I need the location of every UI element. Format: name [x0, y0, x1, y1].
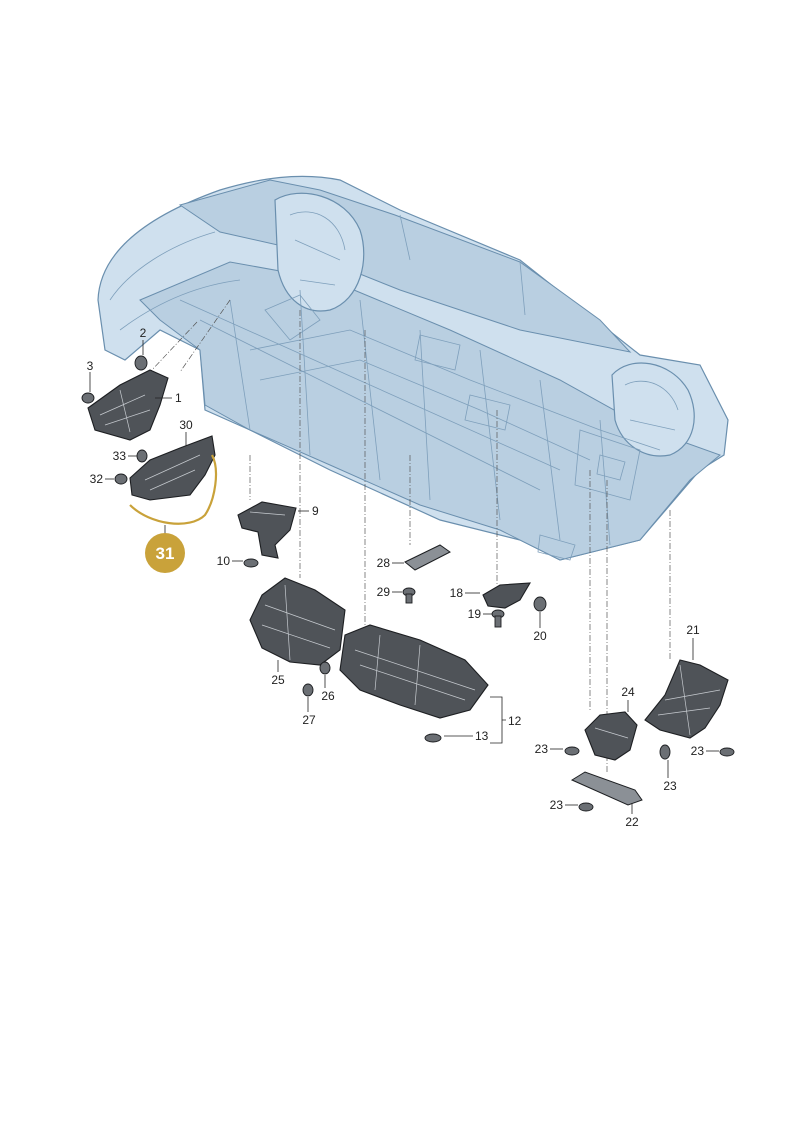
callout-badge-31: 31: [145, 533, 185, 573]
label-33: 33: [113, 449, 127, 463]
part-23-nut-d: [719, 747, 735, 757]
part-19-bolt: [491, 609, 505, 628]
part-33-clip: [136, 449, 148, 463]
label-25: 25: [271, 673, 285, 687]
part-25-heat-shield: [249, 577, 346, 666]
leader-lines: [89, 340, 719, 814]
part-24-cover: [584, 711, 638, 761]
label-21: 21: [686, 623, 700, 637]
callout-label: 31: [156, 544, 175, 563]
part-3-nut: [81, 392, 95, 404]
part-23-nut-a: [564, 746, 580, 756]
label-3: 3: [87, 359, 94, 373]
label-19: 19: [468, 607, 482, 621]
label-9: 9: [312, 504, 319, 518]
part-23-nut-b: [578, 802, 594, 812]
callout-highlight-outline: [129, 454, 218, 525]
part-29-bolt: [402, 587, 416, 604]
part-2-clip: [134, 355, 148, 371]
label-12: 12: [508, 714, 522, 728]
part-32-nut: [114, 473, 128, 485]
label-24: 24: [621, 685, 635, 699]
part-20-clip: [533, 596, 547, 612]
part-1-wheelhouse-liner: [87, 369, 169, 441]
label-20: 20: [533, 629, 547, 643]
label-32: 32: [90, 472, 104, 486]
label-13: 13: [475, 729, 489, 743]
part-30-cover: [129, 435, 216, 501]
label-23-b: 23: [550, 798, 564, 812]
part-28-strip: [404, 544, 451, 571]
label-29: 29: [377, 585, 391, 599]
label-27: 27: [302, 713, 316, 727]
part-10-nut: [243, 558, 259, 568]
label-23-d: 23: [691, 744, 705, 758]
part-12-tunnel-shield: [339, 624, 489, 719]
part-18-shield: [482, 582, 532, 609]
part-22-strip: [570, 771, 643, 806]
part-9-bracket: [237, 501, 297, 559]
label-30: 30: [179, 418, 193, 432]
label-22: 22: [625, 815, 639, 829]
label-26: 26: [321, 689, 335, 703]
part-13-nut: [424, 733, 442, 743]
part-23-clip-c: [659, 744, 671, 760]
part-labels: 2 3 1 30 33 32 9 10 28 29 18 19 20 25 26…: [87, 326, 705, 829]
label-28: 28: [377, 556, 391, 570]
part-26-clip: [319, 661, 331, 675]
car-body-underside: [97, 175, 729, 561]
label-10: 10: [217, 554, 231, 568]
label-23-a: 23: [535, 742, 549, 756]
label-18: 18: [450, 586, 464, 600]
label-23-c: 23: [663, 779, 677, 793]
part-21-rear-shield: [644, 659, 729, 739]
label-1: 1: [175, 391, 182, 405]
part-27-clip: [302, 683, 314, 697]
label-2: 2: [140, 326, 147, 340]
